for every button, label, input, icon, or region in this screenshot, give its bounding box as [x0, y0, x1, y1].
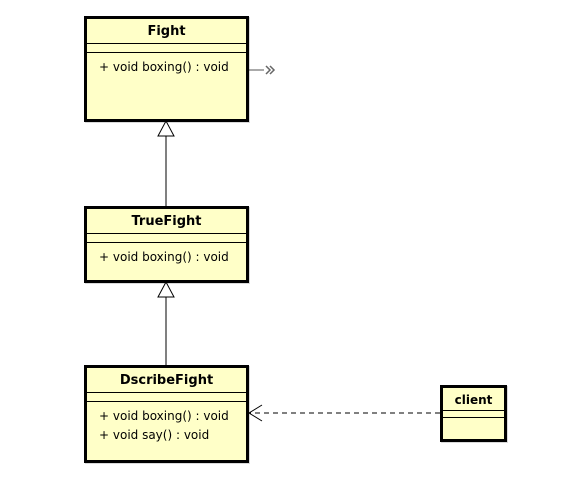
generalization-arrowhead-fight: [157, 119, 175, 137]
class-dscribefight[interactable]: DscribeFight + void boxing() : void + vo…: [84, 365, 249, 463]
generalization-arrowhead-truefight: [157, 280, 175, 298]
class-truefight-op-boxing: + void boxing() : void: [99, 250, 229, 264]
class-client-name: client: [454, 393, 493, 407]
class-truefight-name: TrueFight: [131, 214, 202, 229]
class-fight-attributes: [87, 43, 246, 52]
class-dscribefight-op-say: + void say() : void: [99, 428, 210, 442]
double-chevron-right-icon[interactable]: [265, 65, 276, 75]
class-client[interactable]: client: [440, 385, 507, 442]
class-fight-op-boxing: + void boxing() : void: [99, 60, 229, 74]
class-dscribefight-attributes: [87, 392, 246, 401]
class-truefight[interactable]: TrueFight + void boxing() : void: [84, 206, 249, 283]
class-client-attributes: [443, 410, 504, 417]
class-dscribefight-name: DscribeFight: [119, 373, 214, 388]
dependency-arrowhead-dscribefight: [248, 404, 263, 422]
class-dscribefight-operations: + void boxing() : void + void say() : vo…: [87, 401, 246, 445]
class-dscribefight-op-boxing: + void boxing() : void: [99, 409, 229, 423]
class-fight-operations: + void boxing() : void: [87, 52, 246, 77]
class-fight-name: Fight: [147, 24, 186, 39]
class-fight[interactable]: Fight + void boxing() : void: [84, 16, 249, 122]
class-truefight-operations: + void boxing() : void: [87, 242, 246, 267]
class-client-operations: [443, 417, 504, 428]
class-truefight-attributes: [87, 233, 246, 242]
